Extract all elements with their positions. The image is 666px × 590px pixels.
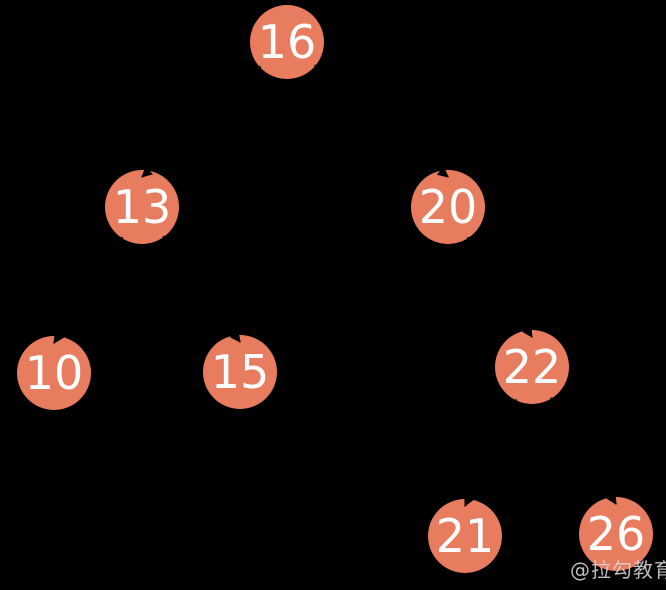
node-label-16: 16 [258, 15, 317, 69]
tree-edge-16-13 [141, 65, 262, 178]
tree-edge-13-10 [53, 236, 124, 344]
edges-layer [53, 64, 617, 507]
node-label-21: 21 [436, 509, 495, 563]
node-circle-13 [105, 170, 179, 244]
node-label-10: 10 [25, 346, 84, 400]
node-circle-26 [579, 497, 653, 571]
node-label-26: 26 [587, 507, 646, 561]
node-circle-22 [495, 330, 569, 404]
watermark-text: @拉勾教育 [570, 558, 666, 582]
node-label-13: 13 [113, 180, 172, 234]
tree-edge-22-26 [549, 397, 617, 505]
node-label-22: 22 [503, 340, 562, 394]
node-circle-16 [250, 5, 324, 79]
tree-node-26: 26 [579, 497, 653, 571]
node-circle-15 [203, 335, 277, 409]
tree-node-22: 22 [495, 330, 569, 404]
node-label-15: 15 [211, 345, 270, 399]
tree-edge-16-20 [313, 64, 449, 178]
tree-edge-22-21 [464, 398, 518, 507]
tree-edge-20-22 [466, 236, 533, 338]
tree-node-21: 21 [428, 499, 502, 573]
tree-node-10: 10 [17, 336, 91, 410]
nodes-layer: 16 13 20 10 15 22 21 26 [17, 5, 653, 573]
node-circle-21 [428, 499, 502, 573]
node-circle-10 [17, 336, 91, 410]
tree-node-20: 20 [411, 170, 485, 244]
tree-node-16: 16 [250, 5, 324, 79]
tree-node-13: 13 [105, 170, 179, 244]
node-label-20: 20 [419, 180, 478, 234]
tree-node-15: 15 [203, 335, 277, 409]
node-circle-20 [411, 170, 485, 244]
tree-edge-13-15 [162, 235, 241, 343]
